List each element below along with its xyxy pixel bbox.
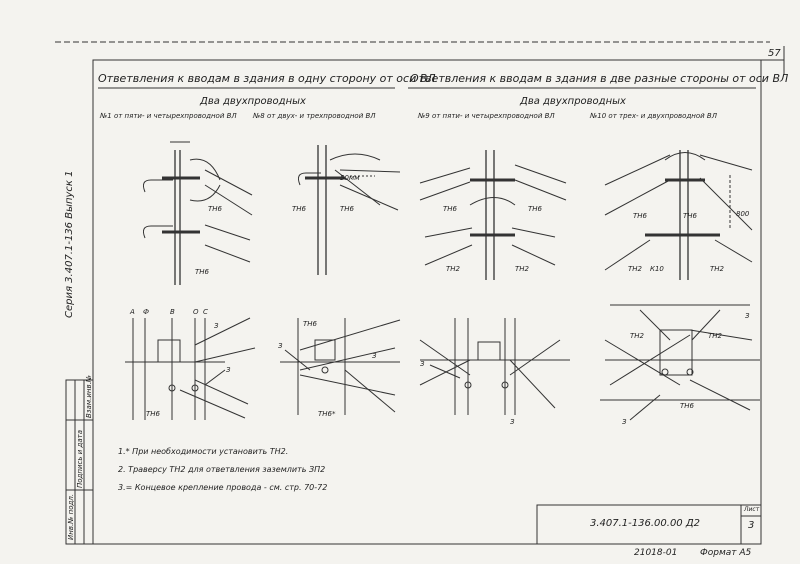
stamp-col-1: Инв.№ подл.: [67, 493, 75, 540]
phase-a-plan1: А: [130, 308, 135, 316]
caption-fig1: №1 от пяти- и четырехпроводной ВЛ: [100, 112, 237, 120]
figure-1-elevation: [143, 141, 253, 285]
note3-plan1: З: [214, 322, 219, 330]
stamp-col-2: Подпись и дата: [76, 430, 84, 488]
label-th6-10b: ТН6: [683, 212, 697, 220]
frame-border: [92, 59, 762, 545]
stamp-col-3: Взам.инв.№: [85, 374, 93, 418]
subheading-right: Два двухпроводных: [520, 96, 626, 107]
title-block: [536, 504, 762, 545]
sheet-label: Лист: [744, 506, 760, 513]
label-th6-9a: ТН6: [443, 205, 457, 213]
label-th6-1b: ТН6: [195, 268, 209, 276]
note3b-plan8: З: [372, 352, 377, 360]
caption-fig9: №9 от пяти- и четырехпроводной ВЛ: [418, 112, 555, 120]
label-th2-plan10b: ТН2: [708, 332, 722, 340]
figure-10-plan: [600, 304, 760, 411]
label-th6-plan10: ТН6: [680, 402, 694, 410]
note3b-plan9: З: [510, 418, 515, 426]
label-dim50: 50мм: [340, 174, 360, 182]
page-number: 57: [768, 48, 781, 59]
note-1: 1.* При необходимости установить ТН2.: [118, 447, 289, 456]
label-th6-1a: ТН6: [208, 205, 222, 213]
format-label: Формат А5: [700, 548, 752, 558]
label-th2-10b: ТН2: [710, 265, 724, 273]
sheet-number: 3: [748, 520, 755, 531]
note3-plan9: З: [420, 360, 425, 368]
phase-f-plan1: Ф: [143, 308, 150, 316]
figure-10-elevation: [604, 150, 753, 280]
heading-right: Ответвления к вводам в здания в две разн…: [410, 72, 789, 85]
label-th2-9a: ТН2: [446, 265, 460, 273]
doc-number: 3.407.1-136.00.00 Д2: [590, 518, 701, 529]
stamp-side: [65, 379, 94, 545]
note3b-plan1: З: [226, 366, 231, 374]
note3-plan8: З: [278, 342, 283, 350]
caption-fig8: №8 от двух- и трехпроводной ВЛ: [253, 112, 376, 120]
figure-8-plan: [280, 318, 401, 415]
note3-plan10: З: [745, 312, 750, 320]
bottom-code: 21018-01: [634, 548, 678, 558]
label-th6-8b: ТН6: [340, 205, 354, 213]
figure-9-elevation: [419, 150, 567, 280]
label-k10: К10: [650, 265, 664, 273]
phase-b-plan1: В: [170, 308, 175, 316]
label-th2-10a: ТН2: [628, 265, 642, 273]
figure-1-plan: [125, 317, 256, 420]
figure-9-plan: [419, 318, 570, 415]
figure-8-elevation: [298, 145, 401, 275]
note-2: 2. Траверсу ТН2 для ответвления заземлит…: [118, 465, 326, 474]
note3b-plan10: З: [622, 418, 627, 426]
caption-fig10: №10 от трех- и двухпроводной ВЛ: [590, 112, 717, 120]
label-dim800: 800: [736, 210, 750, 218]
heading-left: Ответвления к вводам в здания в одну сто…: [98, 72, 436, 85]
note-3: 3.= Концевое крепление провода - см. стр…: [118, 483, 328, 492]
label-th6-8a: ТН6: [292, 205, 306, 213]
label-th2-9b: ТН2: [515, 265, 529, 273]
label-th6s-plan8: ТН6*: [318, 410, 336, 418]
phase-c-plan1: С: [203, 308, 208, 316]
label-th6-plan8: ТН6: [303, 320, 317, 328]
subheading-left: Два двухпроводных: [200, 96, 306, 107]
phase-o-plan1: О: [193, 308, 199, 316]
series-vertical: Серия 3.407.1-136 Выпуск 1: [64, 170, 75, 318]
label-th6-10a: ТН6: [633, 212, 647, 220]
label-th6-9b: ТН6: [528, 205, 542, 213]
label-th6-plan1: ТН6: [146, 410, 160, 418]
label-th2-plan10a: ТН2: [630, 332, 644, 340]
